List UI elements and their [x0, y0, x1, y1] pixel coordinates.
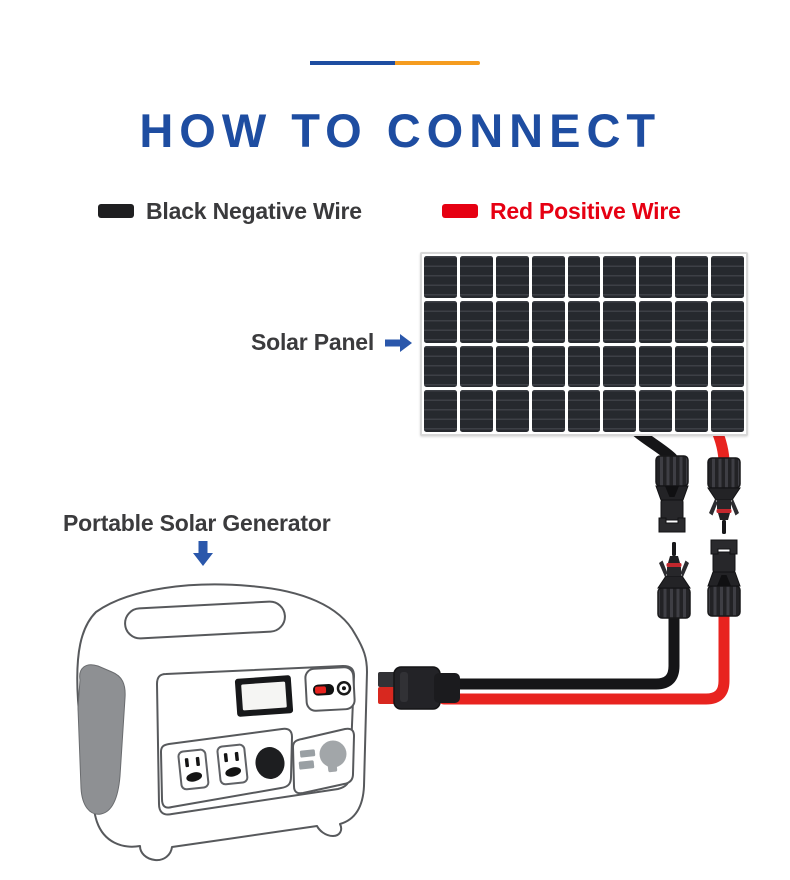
grid-dot	[527, 296, 533, 302]
solar-cell	[603, 390, 637, 432]
solar-cell	[495, 256, 529, 298]
black-wire-swatch-icon	[98, 204, 134, 218]
grid-dot	[599, 386, 605, 392]
red-wire-swatch-icon	[442, 204, 478, 218]
grid-dot	[527, 386, 533, 392]
solar-panel-graphic	[420, 252, 748, 436]
mc4-connector-negative-cable-icon	[657, 541, 691, 619]
legend-negative-label: Black Negative Wire	[146, 197, 362, 224]
anderson-connector-icon	[378, 666, 460, 710]
grid-dot	[671, 386, 677, 392]
arrow-down-wrap	[193, 541, 213, 566]
grid-dot	[707, 341, 713, 347]
legend-positive-wire: Red Positive Wire	[442, 196, 681, 226]
solar-cell	[567, 345, 601, 388]
grid-dot	[563, 296, 569, 302]
solar-cell	[424, 256, 457, 298]
generator-illustration	[76, 583, 368, 862]
solar-cell	[531, 256, 565, 298]
grid-dot	[707, 296, 713, 302]
grid-dot	[599, 341, 605, 347]
solar-cell	[711, 390, 744, 432]
solar-cell	[567, 256, 601, 298]
grid-dot	[599, 296, 605, 302]
power-switch-panel	[304, 666, 356, 712]
solar-cell	[531, 300, 565, 343]
solar-cell	[603, 300, 637, 343]
grid-dot	[635, 296, 641, 302]
grid-dot	[491, 296, 497, 302]
grid-dot	[635, 341, 641, 347]
solar-cell	[424, 300, 457, 343]
grid-dot	[563, 386, 569, 392]
grid-dot	[671, 341, 677, 347]
grid-dot	[635, 386, 641, 392]
grid-dot	[563, 341, 569, 347]
grid-dot	[491, 341, 497, 347]
ac-outlet-icon	[177, 748, 210, 791]
generator-annotation: Portable Solar Generator	[63, 510, 331, 537]
solar-cell	[675, 345, 709, 388]
mc4-connector-positive-cable-icon	[707, 539, 741, 617]
arrow-down-icon	[193, 541, 213, 566]
solar-cell	[603, 256, 637, 298]
solar-cell	[531, 390, 565, 432]
solar-cell	[711, 300, 744, 343]
solar-cell	[459, 300, 493, 343]
solar-cell	[675, 390, 709, 432]
grid-dot	[491, 386, 497, 392]
solar-cell	[531, 345, 565, 388]
ac-outlet-icon	[216, 743, 249, 786]
generator-side-panel	[77, 664, 126, 815]
solar-cell	[675, 300, 709, 343]
solar-cell	[459, 256, 493, 298]
mc4-connector-positive-panel-icon	[707, 457, 741, 535]
solar-cell	[495, 390, 529, 432]
page-title: HOW TO CONNECT	[139, 104, 662, 157]
solar-cell	[567, 300, 601, 343]
legend-negative-wire: Black Negative Wire	[98, 196, 362, 226]
solar-cell	[711, 345, 744, 388]
arrow-right-icon	[385, 333, 413, 352]
led-light-icon	[319, 740, 347, 773]
divider-orange-segment	[395, 61, 480, 65]
grid-dot	[527, 341, 533, 347]
solar-cell	[459, 390, 493, 432]
grid-dot	[455, 296, 461, 302]
grid-dot	[455, 386, 461, 392]
solar-cell	[639, 390, 673, 432]
solar-cell	[603, 345, 637, 388]
dc-round-port-icon	[255, 747, 285, 779]
solar-cell	[495, 300, 529, 343]
lcd-display	[234, 675, 294, 717]
wiring-diagram-graphic	[378, 420, 741, 710]
generator-label: Portable Solar Generator	[63, 510, 331, 536]
solar-cell	[639, 300, 673, 343]
solar-cell	[711, 256, 744, 298]
negative-wire-lower	[448, 604, 680, 690]
mc4-connector-negative-panel-icon	[655, 455, 689, 533]
solar-cell	[567, 390, 601, 432]
grid-dot	[455, 341, 461, 347]
solar-panel-label: Solar Panel	[251, 329, 375, 355]
solar-cell	[675, 256, 709, 298]
solar-cell	[639, 345, 673, 388]
solar-cell	[459, 345, 493, 388]
solar-cell	[424, 345, 457, 388]
solar-cell	[495, 345, 529, 388]
positive-wire-lower	[438, 602, 730, 705]
generator-handle	[124, 600, 286, 640]
solar-panel-annotation: Solar Panel	[251, 329, 413, 356]
usb-ports-icon	[298, 749, 316, 770]
grid-dot	[707, 386, 713, 392]
legend-positive-label: Red Positive Wire	[490, 197, 681, 224]
solar-cell	[639, 256, 673, 298]
solar-cell	[424, 390, 457, 432]
grid-dot	[671, 296, 677, 302]
divider-blue-segment	[310, 61, 395, 65]
